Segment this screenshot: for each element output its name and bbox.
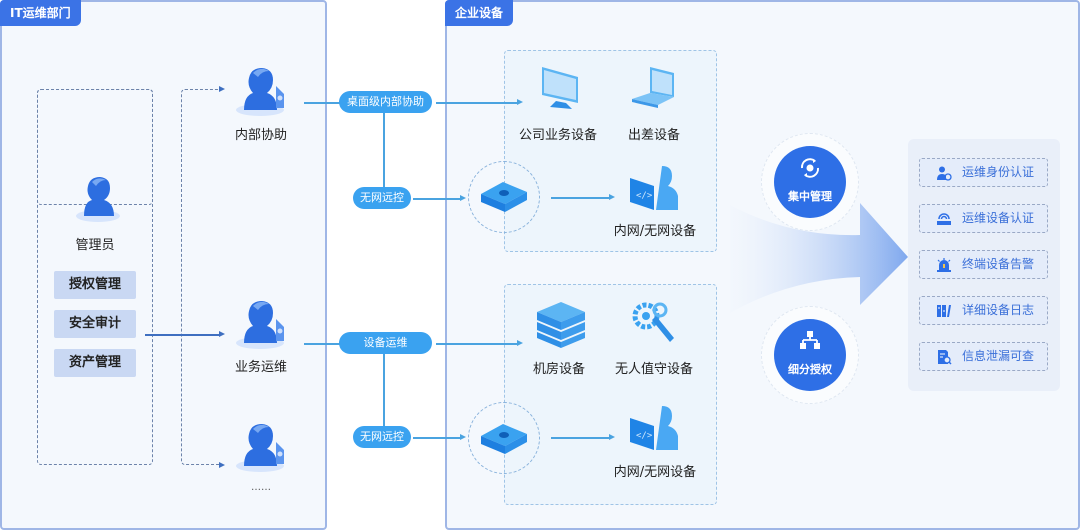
company-devices-label: 公司业务设备 — [518, 128, 597, 143]
business-ops-user-icon — [236, 301, 284, 349]
alarm-icon — [937, 258, 951, 272]
arrow-to-server-devices — [517, 340, 523, 346]
enterprise-devices-title: 企业设备 — [445, 0, 514, 26]
it-department-title: IT运维部门 — [0, 0, 81, 26]
remote-box-icon-1 — [481, 182, 527, 212]
granular-authorization-badge: 细分授权 — [774, 319, 846, 391]
internal-assist-branch-line — [383, 113, 385, 187]
internal-assist-line — [304, 102, 340, 104]
feature-leak-traceable: 信息泄漏可查 — [919, 342, 1048, 371]
admin-label: 管理员 — [75, 238, 115, 253]
roles-bracket — [181, 89, 221, 465]
svg-text:</>: </> — [636, 431, 653, 441]
centralized-management-label: 集中管理 — [788, 190, 832, 203]
offline-remote-pill-1: 无网远控 — [353, 187, 411, 209]
authorization-management-button[interactable]: 授权管理 — [54, 271, 136, 299]
offline-remote-line-1 — [413, 198, 462, 200]
feature-ops-identity-auth: 运维身份认证 — [919, 158, 1048, 187]
travel-devices-label: 出差设备 — [627, 128, 680, 143]
device-group-1 — [504, 50, 717, 252]
server-icon — [537, 302, 585, 348]
feature-device-logs: 详细设备日志 — [919, 296, 1048, 325]
remote-box-ring-2 — [468, 402, 540, 474]
offline-remote-line-2 — [413, 437, 462, 439]
server-room-devices-label: 机房设备 — [532, 362, 585, 377]
internal-assist-user-icon — [236, 68, 284, 116]
arrow-to-internal-assist — [219, 85, 225, 92]
svg-text:</>: </> — [636, 191, 653, 201]
monitor-icon — [542, 67, 578, 109]
offline-remote-pill-2: 无网远控 — [353, 426, 411, 448]
remote-box-icon-2 — [481, 424, 527, 454]
feature-leak-traceable-label: 信息泄漏可查 — [962, 349, 1035, 363]
feature-terminal-alarm-label: 终端设备告警 — [962, 257, 1035, 271]
arrow-to-business-ops — [219, 331, 225, 337]
unattended-devices-label: 无人值守设备 — [614, 362, 693, 377]
feature-ops-device-auth-label: 运维设备认证 — [962, 211, 1035, 225]
internal-assist-to-devices-line — [436, 102, 518, 104]
asset-management-button[interactable]: 资产管理 — [54, 349, 136, 377]
business-ops-label: 业务运维 — [234, 360, 287, 375]
admin-to-ops-line — [145, 334, 221, 336]
gear-wrench-icon — [632, 302, 674, 342]
more-roles-label: …… — [251, 482, 271, 493]
user-check-icon — [937, 166, 952, 181]
desktop-internal-assist-pill: 桌面级内部协助 — [339, 91, 432, 113]
code-user-icon-2: </> — [630, 406, 678, 450]
device-auth-icon — [937, 213, 951, 225]
flow-arrow-icon — [730, 203, 908, 313]
laptop-icon — [632, 67, 674, 108]
admin-user-icon — [76, 177, 120, 222]
offline-devices-label-1: 内网/无网设备 — [613, 224, 697, 239]
internal-assist-label: 内部协助 — [234, 128, 287, 143]
arrow-to-offline-devices-2 — [609, 434, 615, 440]
it-department-panel: IT运维部门 — [0, 0, 327, 530]
box1-to-devices-line — [551, 197, 611, 199]
hierarchy-icon — [800, 331, 820, 349]
arrow-to-box-2 — [460, 434, 466, 440]
offline-devices-label-2: 内网/无网设备 — [613, 465, 697, 480]
doc-search-icon — [938, 350, 952, 365]
feature-ops-identity-auth-label: 运维身份认证 — [962, 165, 1035, 179]
device-ops-pill: 设备运维 — [339, 332, 432, 354]
centralized-management-badge: 集中管理 — [774, 146, 846, 218]
more-roles-user-icon — [236, 424, 284, 472]
feature-device-logs-label: 详细设备日志 — [962, 303, 1035, 317]
arrow-to-box-1 — [460, 195, 466, 201]
admin-group-box — [37, 89, 153, 465]
log-icon — [937, 305, 951, 317]
arrow-to-more-roles — [219, 461, 225, 468]
device-ops-branch-line — [383, 354, 385, 426]
business-ops-line — [304, 343, 340, 345]
box2-to-devices-line — [551, 437, 611, 439]
code-user-icon-1: </> — [630, 166, 678, 210]
feature-ops-device-auth: 运维设备认证 — [919, 204, 1048, 233]
sync-icon — [800, 158, 820, 178]
granular-authorization-label: 细分授权 — [788, 363, 832, 376]
security-audit-button[interactable]: 安全审计 — [54, 310, 136, 338]
remote-box-ring-1 — [468, 161, 540, 233]
arrow-to-company-devices — [517, 99, 523, 105]
arrow-to-offline-devices-1 — [609, 194, 615, 200]
feature-terminal-alarm: 终端设备告警 — [919, 250, 1048, 279]
device-ops-to-devices-line — [436, 343, 518, 345]
